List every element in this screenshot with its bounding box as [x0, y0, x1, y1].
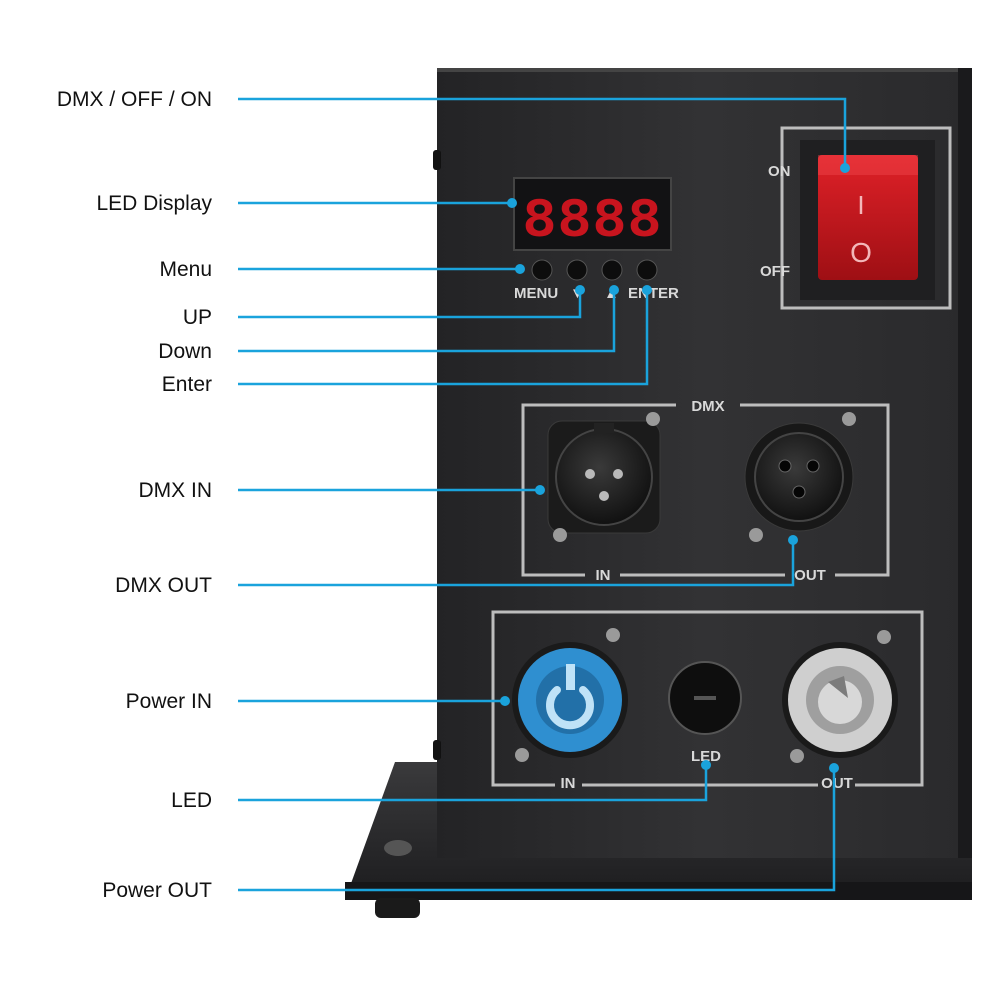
power-out-connector[interactable] — [782, 630, 898, 763]
power-in-label: IN — [561, 775, 576, 792]
leader-power-out — [238, 768, 836, 892]
enter-button[interactable] — [636, 259, 658, 281]
control-buttons: MENU ▼ ▲ ENTER — [514, 259, 679, 302]
label-led-display: LED Display — [96, 192, 212, 215]
leader-enter — [238, 290, 649, 386]
label-power-out: Power OUT — [102, 879, 212, 902]
leader-led — [238, 765, 708, 802]
label-dmx-in: DMX IN — [138, 479, 213, 502]
power-switch[interactable]: I O ON OFF — [760, 126, 952, 310]
dmx-panel: DMX IN OUT — [521, 398, 890, 584]
led-indicator — [668, 661, 742, 735]
menu-button[interactable] — [531, 259, 553, 281]
led-indicator-label: LED — [691, 748, 721, 765]
rocker-bottom-symbol: O — [850, 237, 872, 268]
down-button[interactable] — [566, 259, 588, 281]
dmx-in-connector[interactable] — [547, 412, 661, 542]
label-menu: Menu — [159, 258, 212, 281]
leader-up — [238, 290, 582, 319]
dmx-in-label: IN — [596, 567, 611, 584]
label-enter: Enter — [161, 373, 212, 396]
power-out-label: OUT — [821, 775, 853, 792]
leader-lines — [238, 97, 850, 892]
dmx-out-label: OUT — [794, 567, 826, 584]
label-down: Down — [158, 340, 212, 363]
label-dmx-out: DMX OUT — [115, 574, 212, 597]
enter-button-label: ENTER — [628, 285, 679, 302]
leader-dmx-out — [238, 540, 795, 587]
label-led: LED — [171, 789, 212, 812]
label-dmx-off-on: DMX / OFF / ON — [56, 88, 212, 111]
rocker-top-symbol: I — [857, 190, 864, 220]
label-power-in: Power IN — [125, 690, 212, 713]
power-panel: IN LED OUT — [491, 610, 924, 792]
led-display: 8888 — [513, 177, 672, 251]
leader-down — [238, 290, 616, 353]
switch-on-label: ON — [768, 163, 791, 180]
up-button[interactable] — [601, 259, 623, 281]
dmx-panel-title: DMX — [691, 398, 724, 415]
dmx-out-connector[interactable] — [744, 412, 856, 542]
led-display-digits: 8888 — [522, 190, 662, 248]
leader-dmx-off-on — [238, 97, 847, 168]
switch-off-label: OFF — [760, 263, 790, 280]
label-up: UP — [182, 306, 212, 329]
power-in-connector[interactable] — [512, 628, 628, 762]
menu-button-label: MENU — [514, 285, 558, 302]
